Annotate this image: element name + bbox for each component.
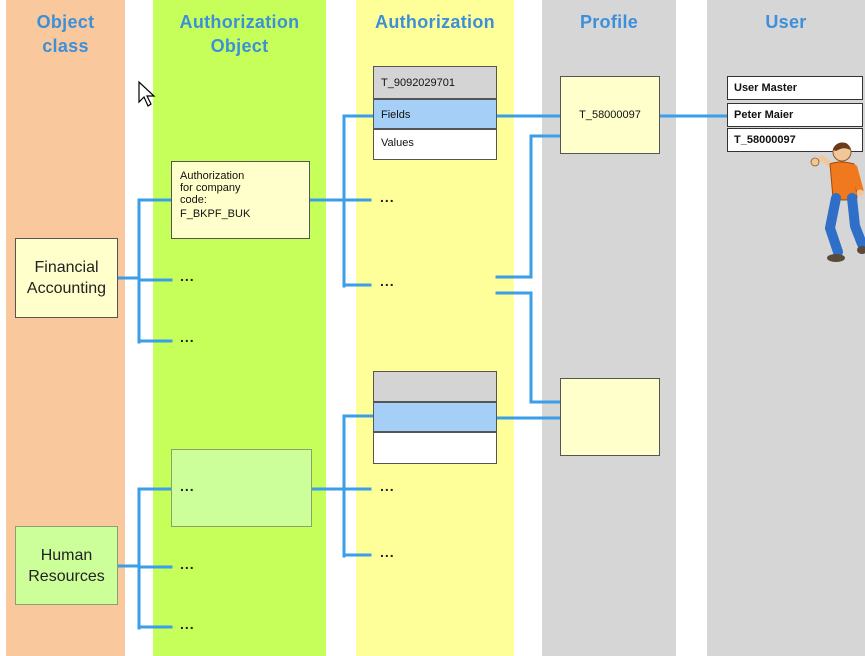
profile-box: T_58000097 xyxy=(560,76,660,154)
profile-box-empty xyxy=(560,378,660,456)
auth-object-ellipsis: ... xyxy=(180,268,195,284)
authorization-object-box: Authorization for company code: F_BKPF_B… xyxy=(171,161,310,239)
auth-object-ellipsis: ... xyxy=(180,329,195,345)
object-class-header: Object class xyxy=(36,12,95,56)
walking-person-icon xyxy=(810,142,865,262)
financial-accounting-box: Financial Accounting xyxy=(15,238,118,318)
authorization-values-cell-empty xyxy=(373,432,497,464)
mouse-pointer-icon xyxy=(138,80,156,107)
authorization-ellipsis: ... xyxy=(380,478,395,494)
user-master-cell: User Master xyxy=(727,76,863,100)
authorization-name-cell-empty xyxy=(373,371,497,402)
authorization-ellipsis: ... xyxy=(380,544,395,560)
connector-dots-profile2 xyxy=(495,291,562,404)
authorization-header: Authorization xyxy=(375,12,495,32)
connector-dots-profile xyxy=(495,134,562,279)
profile-header: Profile xyxy=(579,12,639,32)
authorization-ellipsis: ... xyxy=(380,189,395,205)
authorization-ellipsis: ... xyxy=(380,273,395,289)
user-header: User xyxy=(765,12,807,32)
authorization-fields-cell-empty xyxy=(373,402,497,432)
authorization-object-header: Authorization Object xyxy=(179,12,300,56)
authorization-name-cell: T_9092029701 xyxy=(373,66,497,99)
user-profile-cell: T_58000097 xyxy=(727,128,863,152)
authorization-fields-cell: Fields xyxy=(373,99,497,129)
auth-object-ellipsis: ... xyxy=(180,556,195,572)
authorization-values-cell: Values xyxy=(373,129,497,160)
auth-object-ellipsis: ... xyxy=(180,478,195,494)
user-name-cell: Peter Maier xyxy=(727,103,863,127)
auth-object-ellipsis: ... xyxy=(180,616,195,632)
human-resources-box: Human Resources xyxy=(15,526,118,605)
authorization-object-column: Authorization Object xyxy=(153,0,326,656)
authorization-object-box-empty xyxy=(171,449,312,527)
